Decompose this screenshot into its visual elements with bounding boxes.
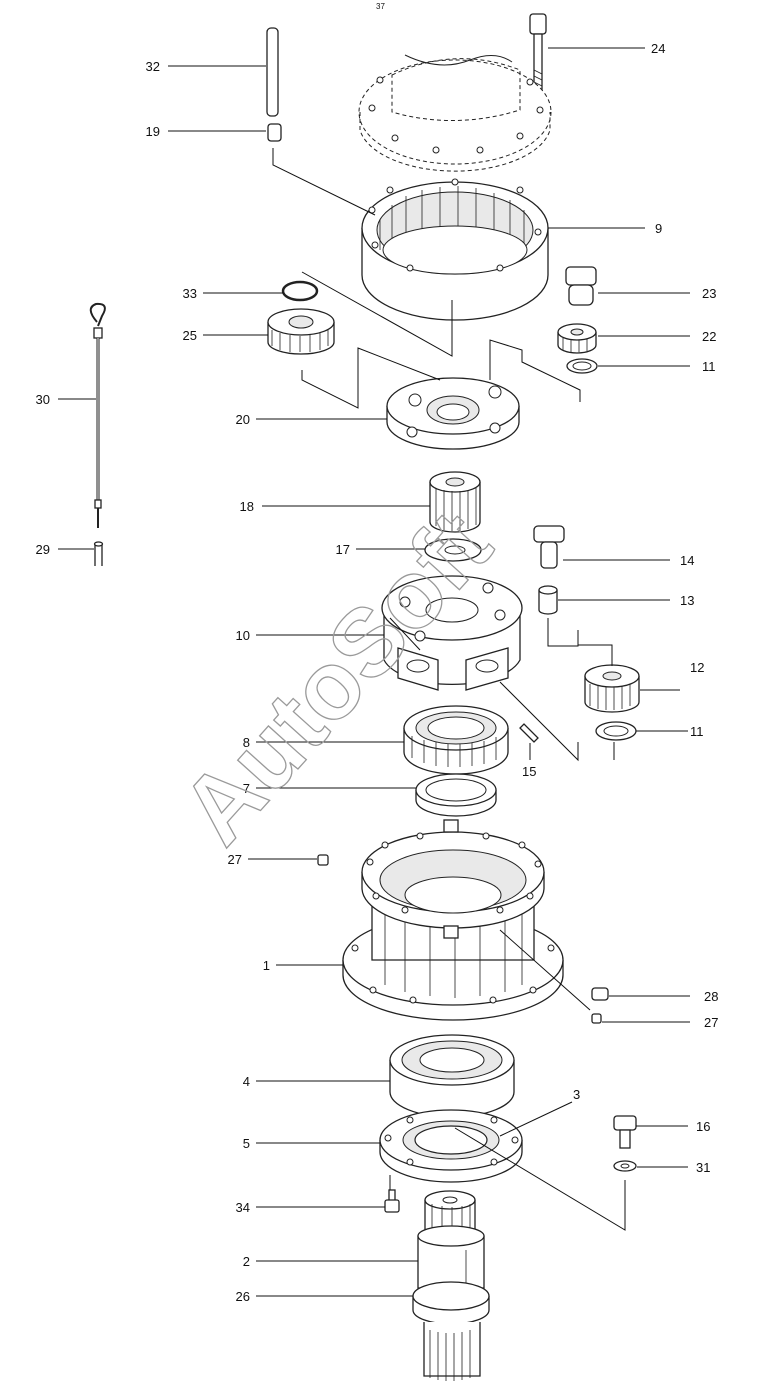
part-32-pin	[266, 27, 279, 117]
callout-15: 15	[522, 764, 536, 779]
callout-9: 9	[655, 221, 662, 236]
callout-4: 4	[243, 1074, 250, 1089]
callout-24: 24	[651, 41, 665, 56]
callout-30: 30	[36, 392, 50, 407]
part-14-pin	[533, 525, 565, 569]
callout-27-lower: 27	[704, 1015, 718, 1030]
callout-27-upper: 27	[228, 852, 242, 867]
part-17-washer	[424, 538, 482, 562]
part-8-bearing	[403, 705, 509, 775]
callout-3: 3	[573, 1087, 580, 1102]
part-16-bolt	[613, 1115, 637, 1149]
callout-20: 20	[236, 412, 250, 427]
top-cover-dashed	[358, 54, 552, 172]
part-4-bearing	[389, 1034, 515, 1118]
top-mark: 37	[376, 2, 385, 11]
part-29-tube	[93, 541, 104, 566]
callout-12: 12	[690, 660, 704, 675]
callout-19: 19	[146, 124, 160, 139]
callout-1: 1	[263, 958, 270, 973]
callout-16: 16	[696, 1119, 710, 1134]
callout-28: 28	[704, 989, 718, 1004]
part-25-gear	[267, 308, 335, 355]
part-34-screw	[384, 1189, 400, 1213]
callout-8: 8	[243, 735, 250, 750]
callout-10: 10	[236, 628, 250, 643]
callout-18: 18	[240, 499, 254, 514]
callout-17: 17	[336, 542, 350, 557]
part-15-spring-pin	[519, 723, 539, 743]
callout-14: 14	[680, 553, 694, 568]
callout-leaders	[58, 47, 690, 1297]
callout-25: 25	[183, 328, 197, 343]
callout-26: 26	[236, 1289, 250, 1304]
callout-13: 13	[680, 593, 694, 608]
part-18-sun-gear	[429, 471, 481, 533]
part-22-gear	[557, 323, 597, 354]
callout-22: 22	[702, 329, 716, 344]
callout-31: 31	[696, 1160, 710, 1175]
callout-32: 32	[146, 59, 160, 74]
callout-2: 2	[243, 1254, 250, 1269]
part-9-ring-gear	[361, 178, 549, 321]
callout-labels: 32 19 24 9 33 25 23 22 11 30 20 18 29 17…	[36, 41, 719, 1304]
part-1-housing	[342, 819, 564, 1021]
part-23-plug	[565, 266, 597, 306]
part-10-carrier	[381, 575, 523, 691]
callout-29: 29	[36, 542, 50, 557]
part-3-seal	[414, 1125, 488, 1155]
part-20-carrier-plate	[386, 377, 520, 450]
callout-34: 34	[236, 1200, 250, 1215]
part-26-collar	[412, 1281, 490, 1381]
part-19-bush	[267, 123, 282, 142]
part-27-plug-upper	[317, 854, 329, 866]
callout-33: 33	[183, 286, 197, 301]
part-33-snap-ring	[281, 280, 319, 302]
part-31-washer	[613, 1160, 637, 1172]
part-12-gear	[584, 664, 640, 713]
callout-11-lower: 11	[690, 724, 704, 739]
part-13-bushing	[538, 585, 558, 615]
callout-23: 23	[702, 286, 716, 301]
part-27-plug-lower	[591, 1013, 602, 1024]
part-30-dipstick	[89, 302, 106, 528]
callout-11-upper: 11	[702, 359, 716, 374]
part-7-seal	[415, 773, 497, 817]
part-11-washer-upper	[566, 358, 598, 374]
assembly-lines	[272, 148, 626, 1231]
part-2-shaft	[417, 1190, 485, 1289]
part-28-plug	[591, 987, 609, 1001]
part-11-washer-lower	[595, 721, 637, 741]
callout-7: 7	[243, 781, 250, 796]
callout-5: 5	[243, 1136, 250, 1151]
